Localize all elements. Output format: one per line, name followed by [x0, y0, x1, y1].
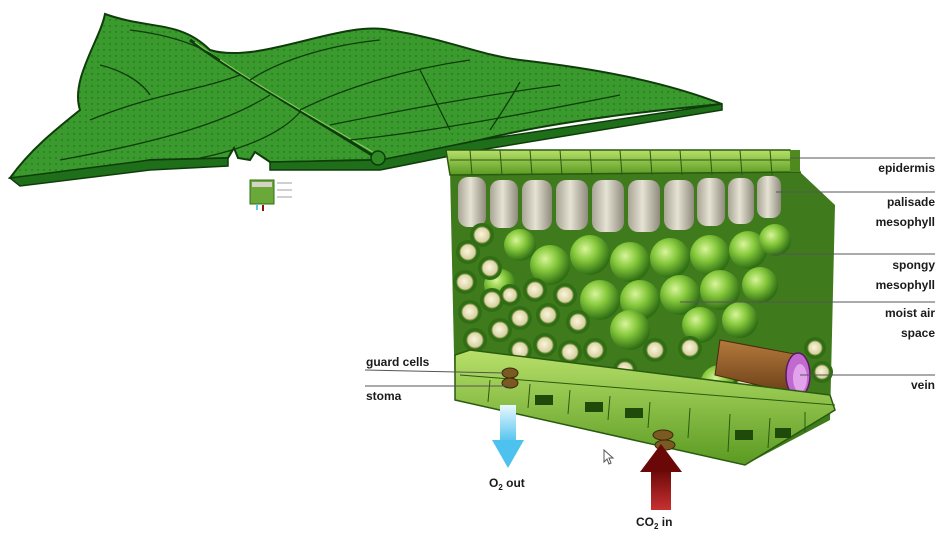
o2-out-arrow [492, 405, 524, 468]
label-spongy-2: mesophyll [875, 278, 935, 292]
co2-suffix: in [658, 515, 673, 529]
label-palisade-2: mesophyll [875, 215, 935, 229]
o2-suffix: out [502, 476, 525, 490]
label-co2-in: CO2 in [636, 515, 672, 534]
cross-section-block [445, 149, 836, 466]
palisade-cells [458, 176, 781, 232]
label-moist-air-2: space [900, 326, 935, 340]
label-stoma: stoma [366, 389, 402, 403]
label-vein: vein [910, 378, 935, 392]
upper-epidermis [445, 149, 802, 176]
co2-in-arrow [640, 444, 682, 510]
label-spongy: spongy [892, 258, 935, 272]
o2-subscript: 2 [498, 483, 503, 492]
label-epidermis: epidermis [878, 161, 935, 175]
label-moist-air: moist air [884, 306, 935, 320]
leader-lines [364, 157, 935, 387]
o2-prefix: O [489, 476, 499, 490]
vein-bundle [714, 339, 811, 398]
leaf-illustration [8, 12, 723, 211]
co2-prefix: CO [636, 515, 654, 529]
co2-subscript: 2 [654, 522, 659, 531]
label-o2-out: O2 out [489, 476, 525, 495]
mouse-cursor-icon [603, 449, 615, 465]
label-guard-cells: guard cells [366, 355, 430, 369]
thumbnail-block [249, 179, 292, 211]
label-palisade: palisade [886, 195, 935, 209]
